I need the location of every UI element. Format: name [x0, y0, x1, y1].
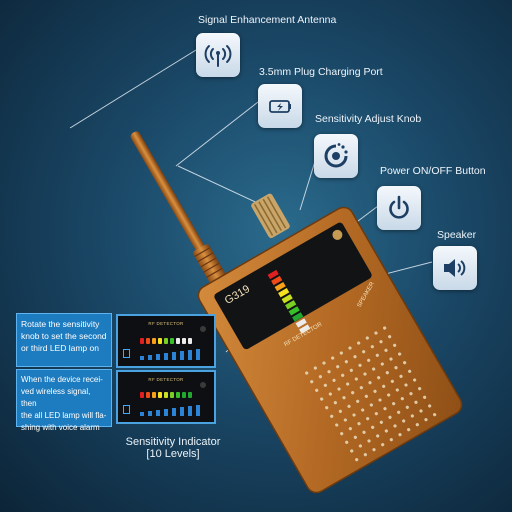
mini-display-title-2: RF DETECTOR	[148, 377, 184, 382]
mini-knob-2	[200, 382, 206, 388]
power-icon	[389, 195, 409, 219]
speaker-label: Speaker	[437, 229, 477, 241]
note1-line1: Rotate the sensitivity	[21, 319, 100, 329]
sensitivity-indicator-levels: [10 Levels]	[146, 448, 200, 460]
knob-icon	[324, 143, 348, 168]
device-led-bar	[267, 269, 311, 334]
note2-line3: the all LED lamp will fla-	[21, 411, 107, 420]
antenna-callout-line	[69, 49, 197, 129]
antenna	[130, 131, 227, 290]
speaker-icon	[444, 259, 466, 277]
power-icon-box	[377, 186, 421, 230]
antenna-icon-box	[196, 33, 240, 77]
speaker-grille	[305, 326, 437, 462]
mini-knob	[200, 326, 206, 332]
charging-port-icon	[269, 100, 291, 113]
note-set-led: Rotate the sensitivity knob to set the s…	[16, 313, 112, 367]
battery-icon-2	[123, 405, 130, 414]
sensitivity-indicator-title: Sensitivity Indicator	[125, 436, 221, 448]
led-display-full: RF DETECTOR	[116, 370, 216, 424]
charging-port-label: 3.5mm Plug Charging Port	[259, 66, 383, 78]
led-display-partial: RF DETECTOR	[116, 314, 216, 368]
note-alarm: When the device recei- ved wireless sign…	[16, 369, 112, 432]
charging-port-icon-box	[258, 84, 302, 128]
sensitivity-indicator-caption: Sensitivity Indicator [10 Levels]	[108, 436, 238, 460]
mini-display-title: RF DETECTOR	[148, 321, 184, 326]
note2-line4: shing with voice alarm	[21, 423, 100, 432]
knob-callout-line	[299, 157, 317, 211]
knob-label: Sensitivity Adjust Knob	[315, 113, 422, 125]
note2-line2: ved wireless signal, then	[21, 387, 91, 408]
power-label: Power ON/OFF Button	[380, 165, 486, 177]
charging-callout-line	[175, 101, 259, 167]
speaker-icon-box	[433, 246, 477, 290]
charging-callout-line-2	[177, 165, 265, 207]
note2-line1: When the device recei-	[21, 375, 103, 384]
battery-icon	[123, 349, 130, 358]
note1-line3: or third LED lamp on	[21, 343, 99, 353]
sensitivity-knob	[251, 193, 290, 239]
device-body	[197, 206, 463, 494]
antenna-label: Signal Enhancement Antenna	[198, 14, 337, 26]
note1-line2: knob to set the second	[21, 331, 107, 341]
signal-antenna-icon	[204, 45, 232, 67]
knob-icon-box	[314, 134, 358, 178]
